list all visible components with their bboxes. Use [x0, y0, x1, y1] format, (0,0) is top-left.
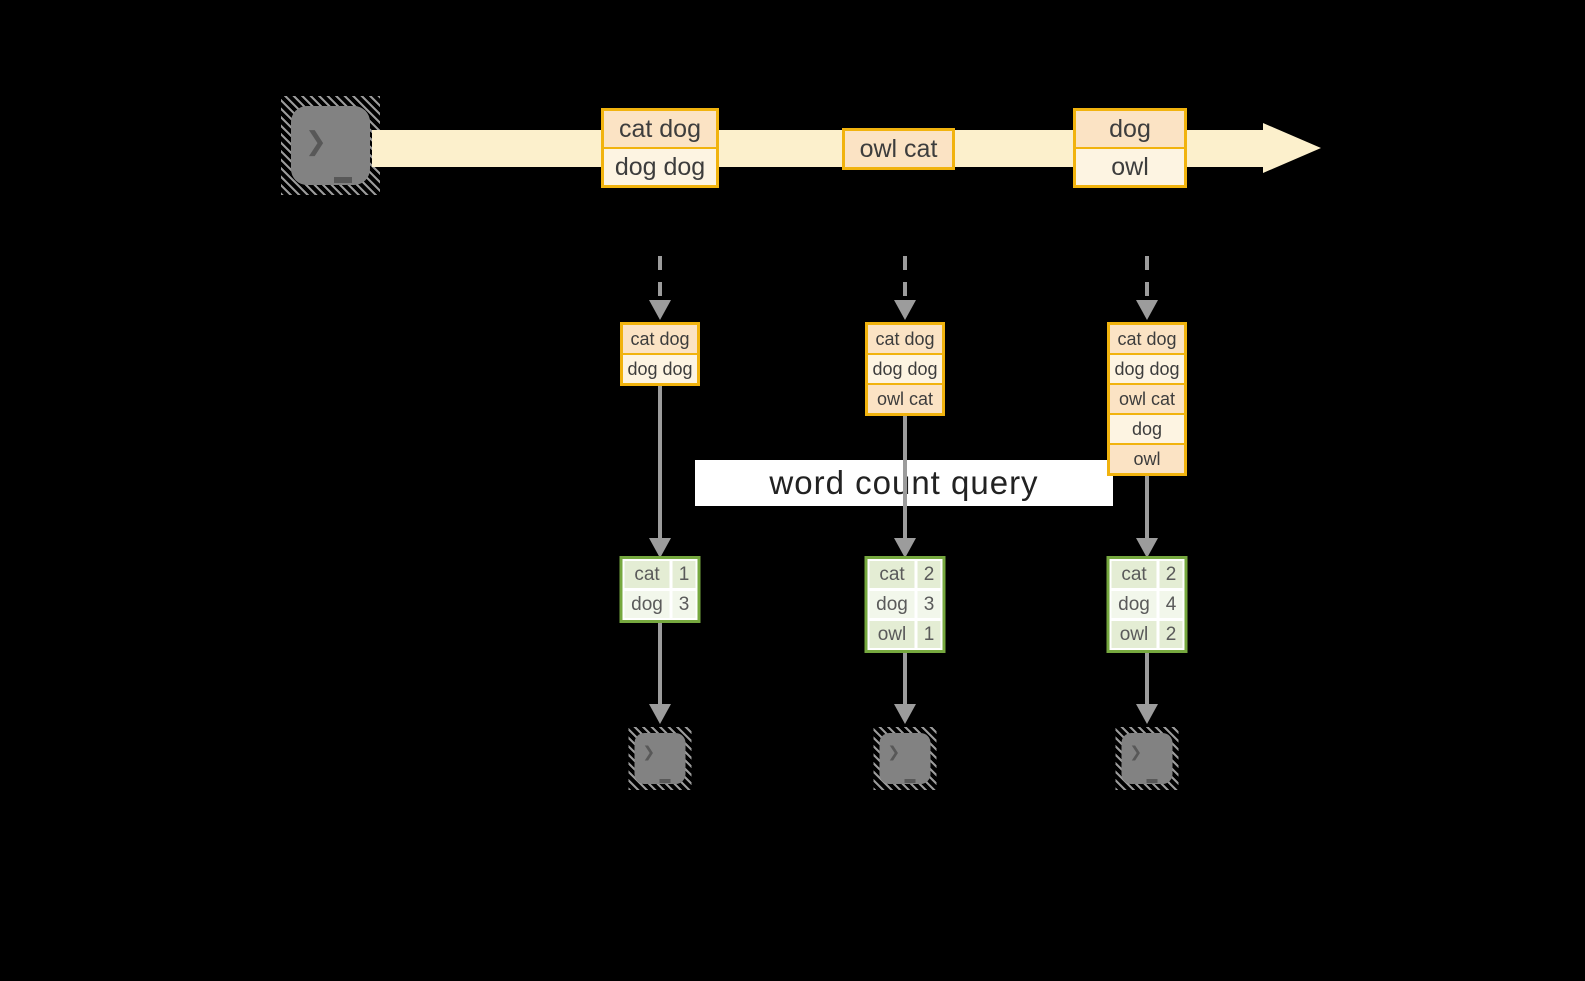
down-arrow-icon	[1136, 300, 1158, 320]
flow-line	[1145, 476, 1149, 538]
down-arrow-icon	[894, 538, 916, 558]
count-cell: 3	[917, 591, 941, 618]
word-cell: cat	[624, 561, 670, 588]
prompt-cursor-icon	[659, 779, 671, 783]
buffered-event-text: dog dog	[1110, 355, 1184, 383]
word-cell: dog	[1111, 591, 1157, 618]
buffered-event-text: dog	[1110, 415, 1184, 443]
buffered-event-text: owl	[1110, 445, 1184, 473]
prompt-chevron-icon: ❯	[887, 744, 901, 761]
word-cell: cat	[869, 561, 915, 588]
count-cell: 1	[672, 561, 696, 588]
down-arrow-icon	[1136, 704, 1158, 724]
flow-line	[903, 416, 907, 538]
word-cell: dog	[624, 591, 670, 618]
right-arrow-icon	[1263, 123, 1321, 173]
buffered-event-text: cat dog	[868, 325, 942, 353]
count-cell: 3	[672, 591, 696, 618]
buffered-event-text: owl cat	[1110, 385, 1184, 413]
down-arrow-icon	[649, 300, 671, 320]
prompt-cursor-icon	[333, 177, 352, 183]
count-cell: 1	[917, 621, 941, 648]
terminal-screen: ❯	[879, 733, 931, 784]
word-cell: dog	[869, 591, 915, 618]
down-arrow-dashed-line	[903, 256, 907, 298]
down-arrow-icon	[649, 704, 671, 724]
prompt-cursor-icon	[904, 779, 916, 783]
prompt-chevron-icon: ❯	[1129, 744, 1143, 761]
event-text: dog	[1076, 111, 1184, 147]
flow-line	[903, 653, 907, 704]
terminal-screen: ❯	[291, 106, 370, 185]
down-arrow-icon	[894, 704, 916, 724]
prompt-chevron-icon: ❯	[305, 126, 327, 156]
word-cell: owl	[869, 621, 915, 648]
count-cell: 2	[1159, 561, 1183, 588]
down-arrow-icon	[649, 538, 671, 558]
buffered-event-text: dog dog	[623, 355, 697, 383]
count-cell: 4	[1159, 591, 1183, 618]
count-cell: 2	[917, 561, 941, 588]
prompt-chevron-icon: ❯	[642, 744, 656, 761]
terminal-screen: ❯	[634, 733, 686, 784]
event-text: dog dog	[604, 149, 716, 185]
prompt-cursor-icon	[1146, 779, 1158, 783]
event-box: owl cat	[842, 128, 955, 170]
event-text: owl	[1076, 149, 1184, 185]
buffered-event-text: cat dog	[623, 325, 697, 353]
terminal-icon: ❯	[628, 727, 692, 790]
event-text: cat dog	[604, 111, 716, 147]
buffered-event-text: dog dog	[868, 355, 942, 383]
flow-line	[658, 386, 662, 538]
down-arrow-icon	[1136, 538, 1158, 558]
down-arrow-dashed-line	[658, 256, 662, 298]
flow-line	[658, 623, 662, 704]
terminal-icon: ❯	[873, 727, 937, 790]
flow-line	[1145, 653, 1149, 704]
down-arrow-icon	[894, 300, 916, 320]
word-cell: owl	[1111, 621, 1157, 648]
event-text: owl cat	[845, 131, 952, 167]
buffered-event-text: owl cat	[868, 385, 942, 413]
count-cell: 2	[1159, 621, 1183, 648]
word-cell: cat	[1111, 561, 1157, 588]
terminal-icon: ❯	[281, 96, 380, 195]
buffered-event-text: cat dog	[1110, 325, 1184, 353]
down-arrow-dashed-line	[1145, 256, 1149, 298]
terminal-screen: ❯	[1121, 733, 1173, 784]
terminal-icon: ❯	[1115, 727, 1179, 790]
